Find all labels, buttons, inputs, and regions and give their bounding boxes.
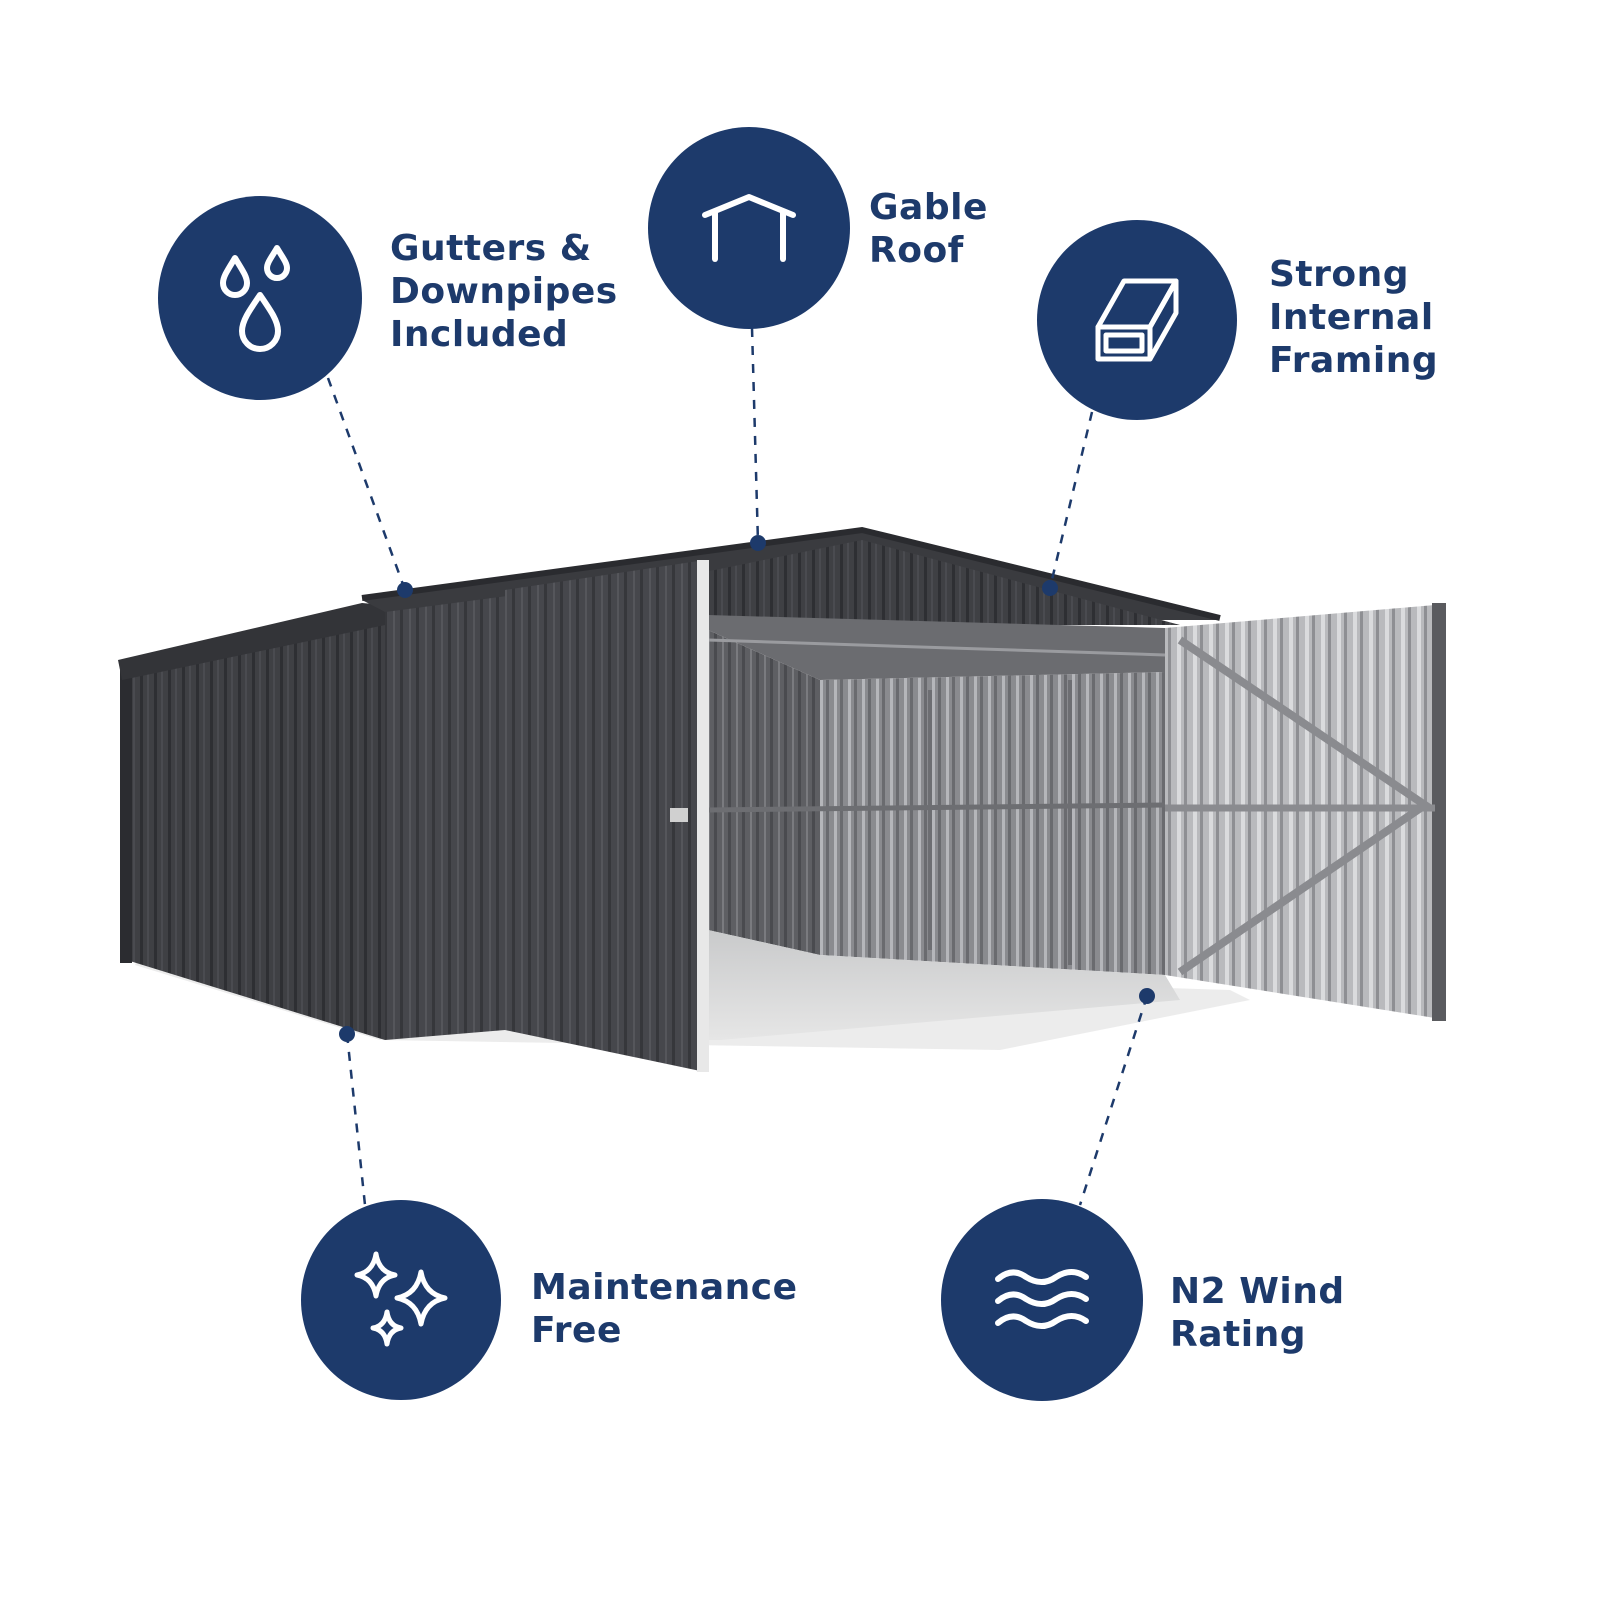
front-panel — [385, 590, 505, 1040]
door-latch — [670, 808, 688, 822]
wind-waves-icon — [995, 1269, 1089, 1329]
feature-wind-label: N2 Wind Rating — [1170, 1271, 1345, 1355]
corner-post — [120, 668, 132, 963]
feature-gutters-label: Gutters & Downpipes Included — [390, 228, 618, 355]
house-roof-icon — [702, 194, 796, 262]
steel-beam-icon — [1095, 278, 1179, 362]
feature-gable-roof-label: Gable Roof — [869, 187, 988, 271]
side-wall — [120, 620, 385, 1040]
feature-gutters-circle — [158, 196, 362, 400]
leader-lines — [326, 327, 1149, 1206]
feature-wind-circle — [941, 1199, 1143, 1401]
left-door — [505, 560, 705, 1072]
gable-ribs — [705, 540, 1180, 625]
feature-maintenance-circle — [301, 1200, 501, 1400]
roof-ridge — [361, 526, 1221, 621]
interior-floor — [708, 930, 1180, 1040]
feature-maintenance-label: Maintenance Free — [531, 1267, 798, 1351]
door-edge-trim — [1432, 603, 1446, 1021]
feature-gable-roof-circle — [648, 127, 850, 329]
feature-framing-circle — [1037, 220, 1237, 420]
interior-back-wall — [820, 672, 1165, 975]
interior-left-wall — [708, 630, 820, 955]
water-drops-icon — [220, 245, 290, 352]
leader-dots — [339, 535, 1155, 1042]
door-edge-trim — [697, 560, 709, 1072]
sparkles-icon — [354, 1251, 448, 1347]
side-roof-edge — [118, 603, 385, 680]
feature-framing-label: Strong Internal Framing — [1269, 254, 1439, 381]
